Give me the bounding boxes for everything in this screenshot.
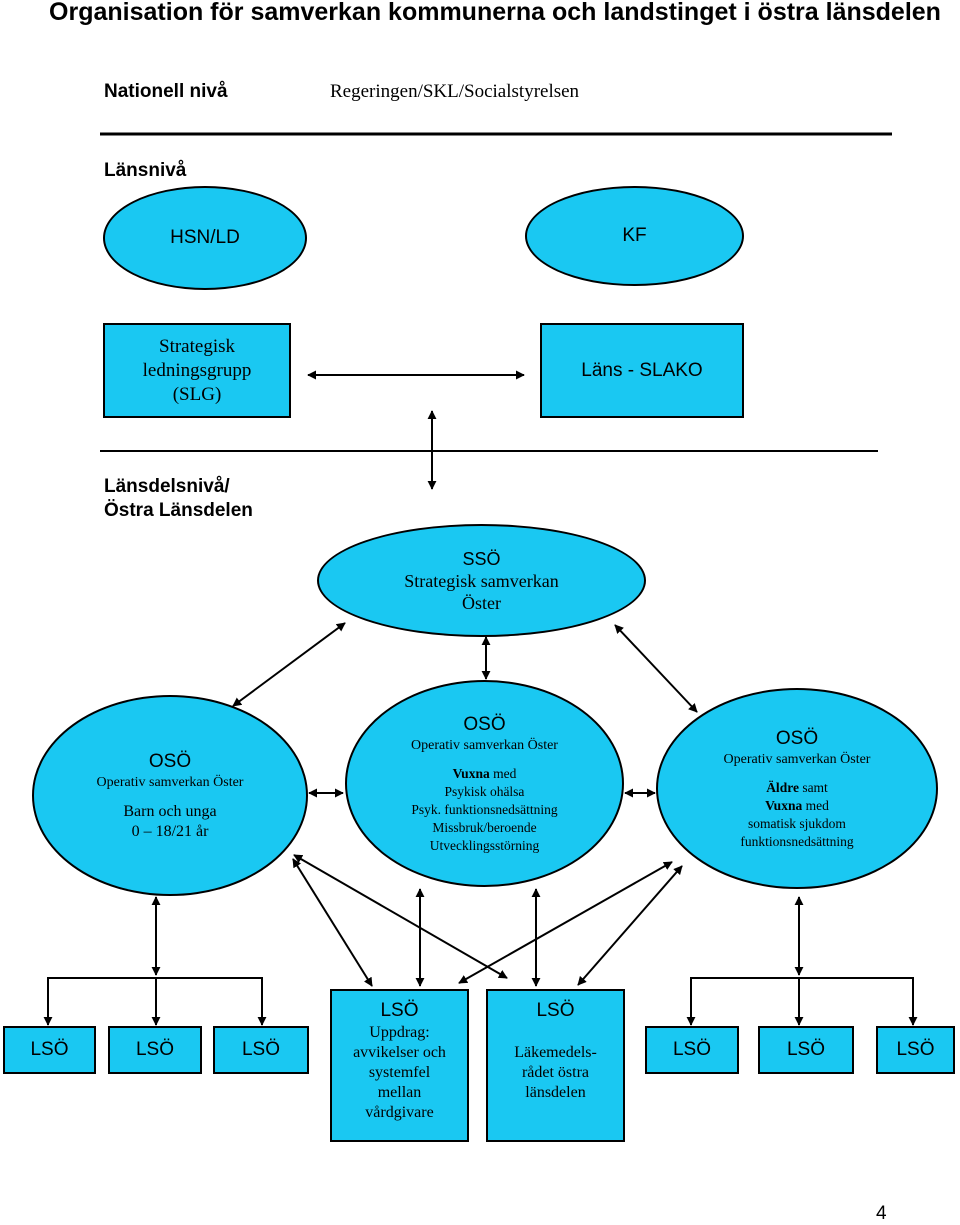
district-level-label: Länsdelsnivå/ Östra Länsdelen (104, 475, 253, 523)
oso-adults-target-bold: Vuxna (452, 765, 490, 781)
oso-adults-sub: Operativ samverkan Öster (411, 737, 558, 753)
oso-elderly-head: OSÖ (775, 727, 819, 749)
lso-left-2: LSÖ (108, 1026, 202, 1074)
oso-elderly-target2: Vuxna med (765, 797, 829, 815)
oso-adults-head: OSÖ (463, 713, 506, 735)
lso-label: LSÖ (30, 1039, 69, 1060)
oso-adults-line: Psyk. funktionsnedsättning (411, 801, 558, 817)
county-level-label: Länsnivå (104, 160, 187, 181)
hsn-ld-node: HSN/LD (103, 186, 307, 290)
oso-elderly-target1-bold: Äldre (766, 779, 799, 795)
national-bodies: Regeringen/SKL/Socialstyrelsen (330, 81, 580, 102)
oso-children-sub: Operativ samverkan Öster (96, 774, 244, 790)
oso-elderly-sub: Operativ samverkan Öster (723, 751, 871, 767)
arrow-sso-oso-children (232, 622, 346, 707)
lso-label: LSÖ (241, 1039, 281, 1060)
lso-left-1: LSÖ (3, 1026, 96, 1074)
oso-elderly-node: OSÖ Operativ samverkan Öster Äldre samt … (656, 688, 938, 889)
lso-pharma-line: länsdelen (525, 1084, 586, 1101)
sso-node: SSÖ Strategisk samverkan Öster (317, 524, 646, 637)
oso-elderly-line: somatisk sjukdom (748, 815, 846, 831)
lso-right-3: LSÖ (876, 1026, 955, 1074)
lso-left-3: LSÖ (213, 1026, 309, 1074)
lso-label: LSÖ (896, 1039, 935, 1060)
lso-mission-node: LSÖ Uppdrag: avvikelser och systemfel me… (330, 989, 469, 1142)
slg-line: (SLG) (172, 383, 222, 405)
arrow-sso-oso-elderly (614, 624, 698, 713)
oso-children-line: Barn och unga (123, 802, 217, 820)
slg-node: Strategisk ledningsgrupp (SLG) (103, 323, 291, 418)
oso-adults-target-rest: med (489, 765, 517, 781)
oso-children-node: OSÖ Operativ samverkan Öster Barn och un… (32, 695, 308, 896)
slg-line: Strategisk (159, 335, 235, 357)
oso-children-head: OSÖ (148, 750, 192, 772)
lso-label: LSÖ (786, 1039, 826, 1060)
kf-label: KF (622, 225, 647, 246)
slako-label: Läns - SLAKO (581, 359, 703, 381)
lso-label: LSÖ (672, 1039, 712, 1060)
lso-mission-line: Uppdrag: (369, 1024, 430, 1041)
arrow-oso-elderly-lso-pharma (577, 865, 683, 986)
oso-children-line: 0 – 18/21 år (131, 822, 209, 840)
bracket-right-lso (690, 977, 914, 1025)
sso-line: Strategisk samverkan (404, 570, 559, 591)
lso-mission-line: vårdgivare (365, 1104, 434, 1121)
oso-elderly-target1-rest: samt (798, 779, 828, 795)
lso-mission-line: avvikelser och (353, 1044, 446, 1061)
oso-adults-target: Vuxna med (453, 765, 517, 783)
lso-label: LSÖ (135, 1039, 175, 1060)
oso-elderly-target1: Äldre samt (766, 779, 828, 797)
sso-line: Öster (462, 592, 501, 613)
lso-mission-head: LSÖ (380, 1000, 419, 1021)
kf-node: KF (525, 186, 744, 286)
oso-elderly-target2-bold: Vuxna (765, 797, 803, 813)
lso-right-1: LSÖ (645, 1026, 739, 1074)
oso-adults-node: OSÖ Operativ samverkan Öster Vuxna med P… (345, 680, 624, 887)
lso-mission-line: mellan (377, 1084, 422, 1101)
oso-adults-line: Missbruk/beroende (432, 819, 537, 835)
national-level-label: Nationell nivå (104, 81, 228, 102)
district-level-line1: Länsdelsnivå/ (104, 476, 230, 497)
district-level-line2: Östra Länsdelen (104, 500, 253, 521)
lso-mission-line: systemfel (368, 1064, 431, 1081)
slako-node: Läns - SLAKO (540, 323, 744, 418)
lso-pharma-line: rådet östra (521, 1064, 590, 1081)
slg-line: ledningsgrupp (142, 359, 252, 381)
oso-adults-line: Psykisk ohälsa (444, 783, 525, 799)
page-title: Organisation för samverkan kommunerna oc… (49, 0, 941, 26)
lso-pharma-line: Läkemedels- (514, 1044, 597, 1061)
page-number: 4 (876, 1203, 887, 1224)
sso-head: SSÖ (462, 548, 501, 569)
lso-pharma-node: LSÖ Läkemedels- rådet östra länsdelen (486, 989, 625, 1142)
lso-right-2: LSÖ (758, 1026, 854, 1074)
oso-elderly-line: funktionsnedsättning (740, 833, 854, 849)
oso-adults-line: Utvecklingsstörning (429, 837, 540, 853)
lso-pharma-head: LSÖ (536, 1000, 575, 1021)
hsn-ld-label: HSN/LD (170, 227, 240, 248)
oso-elderly-target2-rest: med (802, 797, 829, 813)
